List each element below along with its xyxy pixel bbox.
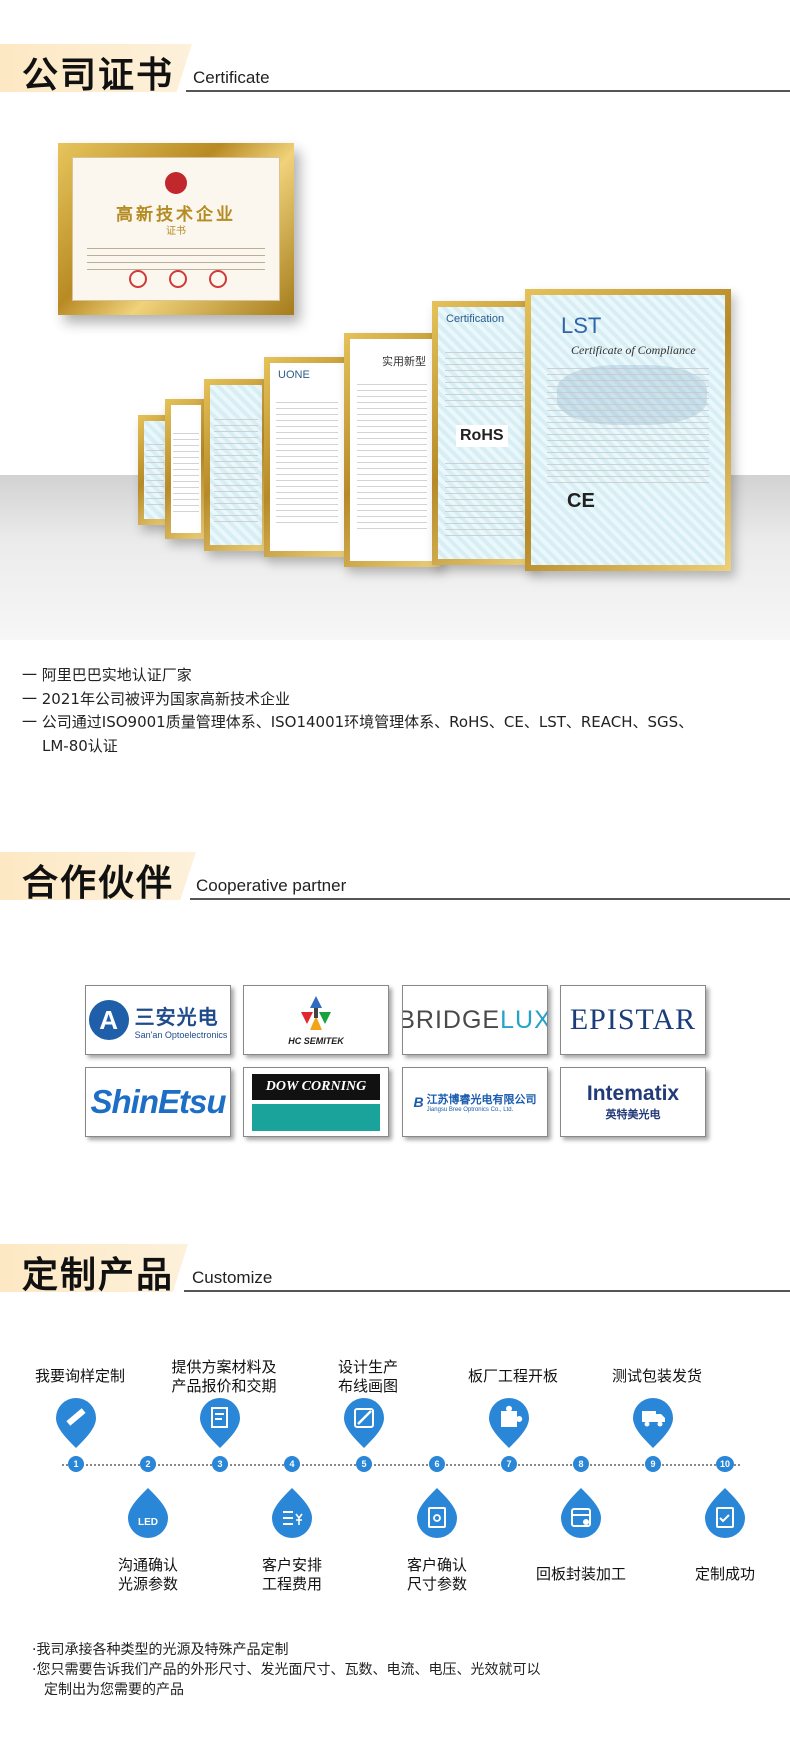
logo-bridgelux: BRIDGELUX xyxy=(402,985,548,1055)
certificate-gallery: 高新技术企业 证书 UONE 实用新型 Certification RoHS L… xyxy=(0,95,790,640)
step-label: 定制成功 xyxy=(694,1565,756,1583)
delivery-truck-icon xyxy=(633,1398,673,1448)
step-number: 2 xyxy=(140,1456,156,1472)
section-title-zh: 定制产品 xyxy=(22,1255,175,1296)
certificate-text-lines xyxy=(87,242,265,272)
seal-icon xyxy=(209,270,227,288)
step-number: 4 xyxy=(284,1456,300,1472)
emblem-icon xyxy=(165,172,187,194)
header-tab xyxy=(0,852,196,900)
step-number: 6 xyxy=(429,1456,445,1472)
utility-patent-certificate: 实用新型 xyxy=(344,333,440,567)
seal-icon xyxy=(169,270,187,288)
lst-compliance-certificate: LST Certificate of Compliance CE xyxy=(525,289,731,571)
uone-certificate: UONE xyxy=(264,357,350,557)
section-title-en: Cooperative partner xyxy=(196,876,347,895)
section-title-zh: 合作伙伴 xyxy=(22,863,175,904)
hc-semitek-logo-icon xyxy=(301,996,331,1030)
high-tech-enterprise-certificate: 高新技术企业 证书 xyxy=(58,143,294,315)
seal-icon xyxy=(129,270,147,288)
logo-dow-corning: DOW CORNING xyxy=(243,1067,389,1137)
logo-epistar: EPISTAR xyxy=(560,985,706,1055)
section-title-en: Customize xyxy=(192,1268,273,1287)
partner-section-header: 合作伙伴 Cooperative partner xyxy=(0,852,790,908)
svg-text:LED: LED xyxy=(138,1517,158,1528)
certificate-title: 高新技术企业 xyxy=(116,205,236,225)
logo-shinetsu: ShinEtsu xyxy=(85,1067,231,1137)
header-rule xyxy=(184,1290,790,1292)
step-label: 沟通确认光源参数 xyxy=(117,1556,179,1593)
step-number: 9 xyxy=(645,1456,661,1472)
document-settings-icon xyxy=(417,1488,457,1538)
package-icon xyxy=(561,1488,601,1538)
step-label: 客户确认尺寸参数 xyxy=(406,1556,468,1593)
puzzle-icon xyxy=(489,1398,529,1448)
list-price-icon xyxy=(272,1488,312,1538)
step-number: 1 xyxy=(68,1456,84,1472)
rohs-certificate: Certification RoHS xyxy=(432,301,536,565)
checklist-icon xyxy=(705,1488,745,1538)
sanan-logo-mark: A xyxy=(88,1000,129,1040)
certification-list: 一 阿里巴巴实地认证厂家 一 2021年公司被评为国家高新技术企业 一 公司通过… xyxy=(22,664,693,758)
list-item: 一 2021年公司被评为国家高新技术企业 xyxy=(22,689,290,708)
certificate-subtitle: 证书 xyxy=(166,226,186,237)
step-label: 测试包装发货 xyxy=(611,1367,703,1385)
step-number: 5 xyxy=(356,1456,372,1472)
step-label: 回板封装加工 xyxy=(535,1565,627,1583)
customize-notes: ·我司承接各种类型的光源及特殊产品定制 ·您只需要告诉我们产品的外形尺寸、发光面… xyxy=(32,1640,540,1700)
list-item: LM-80认证 xyxy=(42,736,118,755)
header-rule xyxy=(186,90,790,92)
led-icon: LED xyxy=(128,1488,168,1538)
step-number: 10 xyxy=(716,1456,734,1472)
customize-section-header: 定制产品 Customize xyxy=(0,1244,790,1300)
section-title-en: Certificate xyxy=(193,68,270,87)
pencil-ruler-icon xyxy=(56,1398,96,1448)
note-item: ·您只需要告诉我们产品的外形尺寸、发光面尺寸、瓦数、电流、电压、光效就可以 xyxy=(32,1662,541,1678)
list-item: 一 阿里巴巴实地认证厂家 xyxy=(22,666,192,684)
document-edit-icon xyxy=(200,1398,240,1448)
design-edit-icon xyxy=(344,1398,384,1448)
certificate-frame xyxy=(204,379,268,551)
step-label: 客户安排工程费用 xyxy=(261,1556,323,1593)
section-title-zh: 公司证书 xyxy=(22,55,175,96)
step-number: 7 xyxy=(501,1456,517,1472)
note-item: 定制出为您需要的产品 xyxy=(44,1682,184,1698)
logo-sanan: A 三安光电 San'an Optoelectronics xyxy=(85,985,231,1055)
logo-intematix: Intematix 英特美光电 xyxy=(560,1067,706,1137)
header-tab xyxy=(0,44,192,92)
header-rule xyxy=(190,898,790,900)
step-number: 3 xyxy=(212,1456,228,1472)
logo-hc-semitek: HC SEMITEK xyxy=(243,985,389,1055)
step-label: 设计生产布线画图 xyxy=(337,1358,399,1395)
step-label: 我要询样定制 xyxy=(34,1367,126,1385)
list-item: 一 公司通过ISO9001质量管理体系、ISO14001环境管理体系、RoHS、… xyxy=(22,713,694,731)
certificate-frame xyxy=(165,399,207,539)
header-tab xyxy=(0,1244,188,1292)
process-timeline xyxy=(62,1464,740,1466)
step-label: 板厂工程开板 xyxy=(467,1367,559,1385)
step-number: 8 xyxy=(573,1456,589,1472)
logo-jiangsu-bree: B 江苏博睿光电有限公司 Jiangsu Bree Optronics Co.,… xyxy=(402,1067,548,1137)
certificate-section-header: 公司证书 Certificate xyxy=(0,44,790,100)
step-label: 提供方案材料及产品报价和交期 xyxy=(171,1358,277,1395)
note-item: ·我司承接各种类型的光源及特殊产品定制 xyxy=(32,1642,289,1658)
